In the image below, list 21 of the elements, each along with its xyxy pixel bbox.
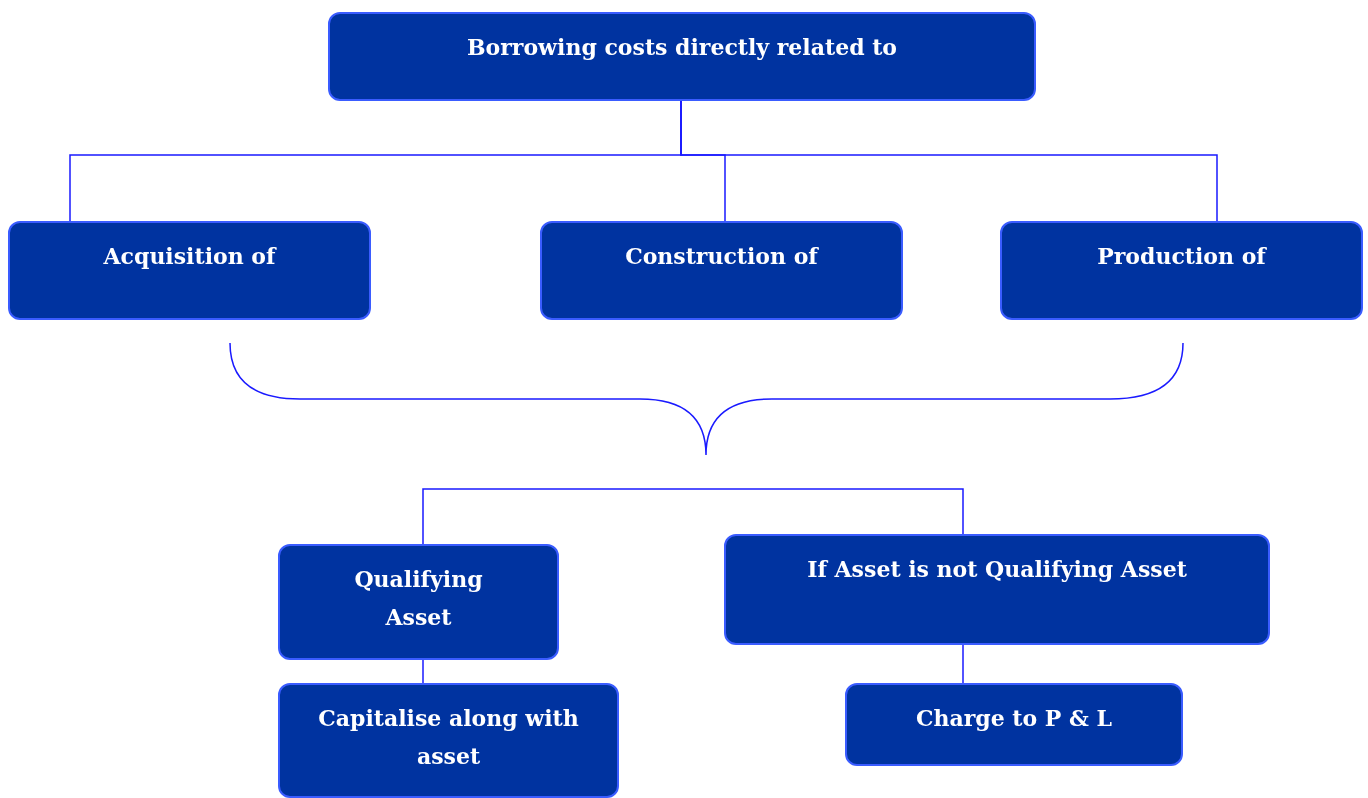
process-box [278, 683, 619, 798]
connector-line [422, 659, 424, 684]
box-label: Acquisition of [103, 242, 276, 271]
connector-line [680, 100, 1218, 222]
box-label: Production of [1097, 242, 1266, 271]
process-box [1000, 221, 1363, 320]
connector-line [962, 644, 964, 684]
process-box [724, 534, 1270, 645]
box-label: Qualifying Asset [353, 565, 484, 632]
process-box [540, 221, 903, 320]
process-box [328, 12, 1036, 101]
connector-line [422, 488, 707, 545]
box-label: If Asset is not Qualifying Asset [807, 555, 1187, 584]
process-box [8, 221, 371, 320]
box-label: Charge to P & L [915, 704, 1113, 733]
box-label: Construction of [625, 242, 818, 271]
connector-line [705, 488, 964, 535]
process-box [278, 544, 559, 660]
box-label: Capitalise along with asset [317, 704, 580, 771]
process-box [845, 683, 1183, 766]
box-label: Borrowing costs directly related to [466, 33, 897, 62]
